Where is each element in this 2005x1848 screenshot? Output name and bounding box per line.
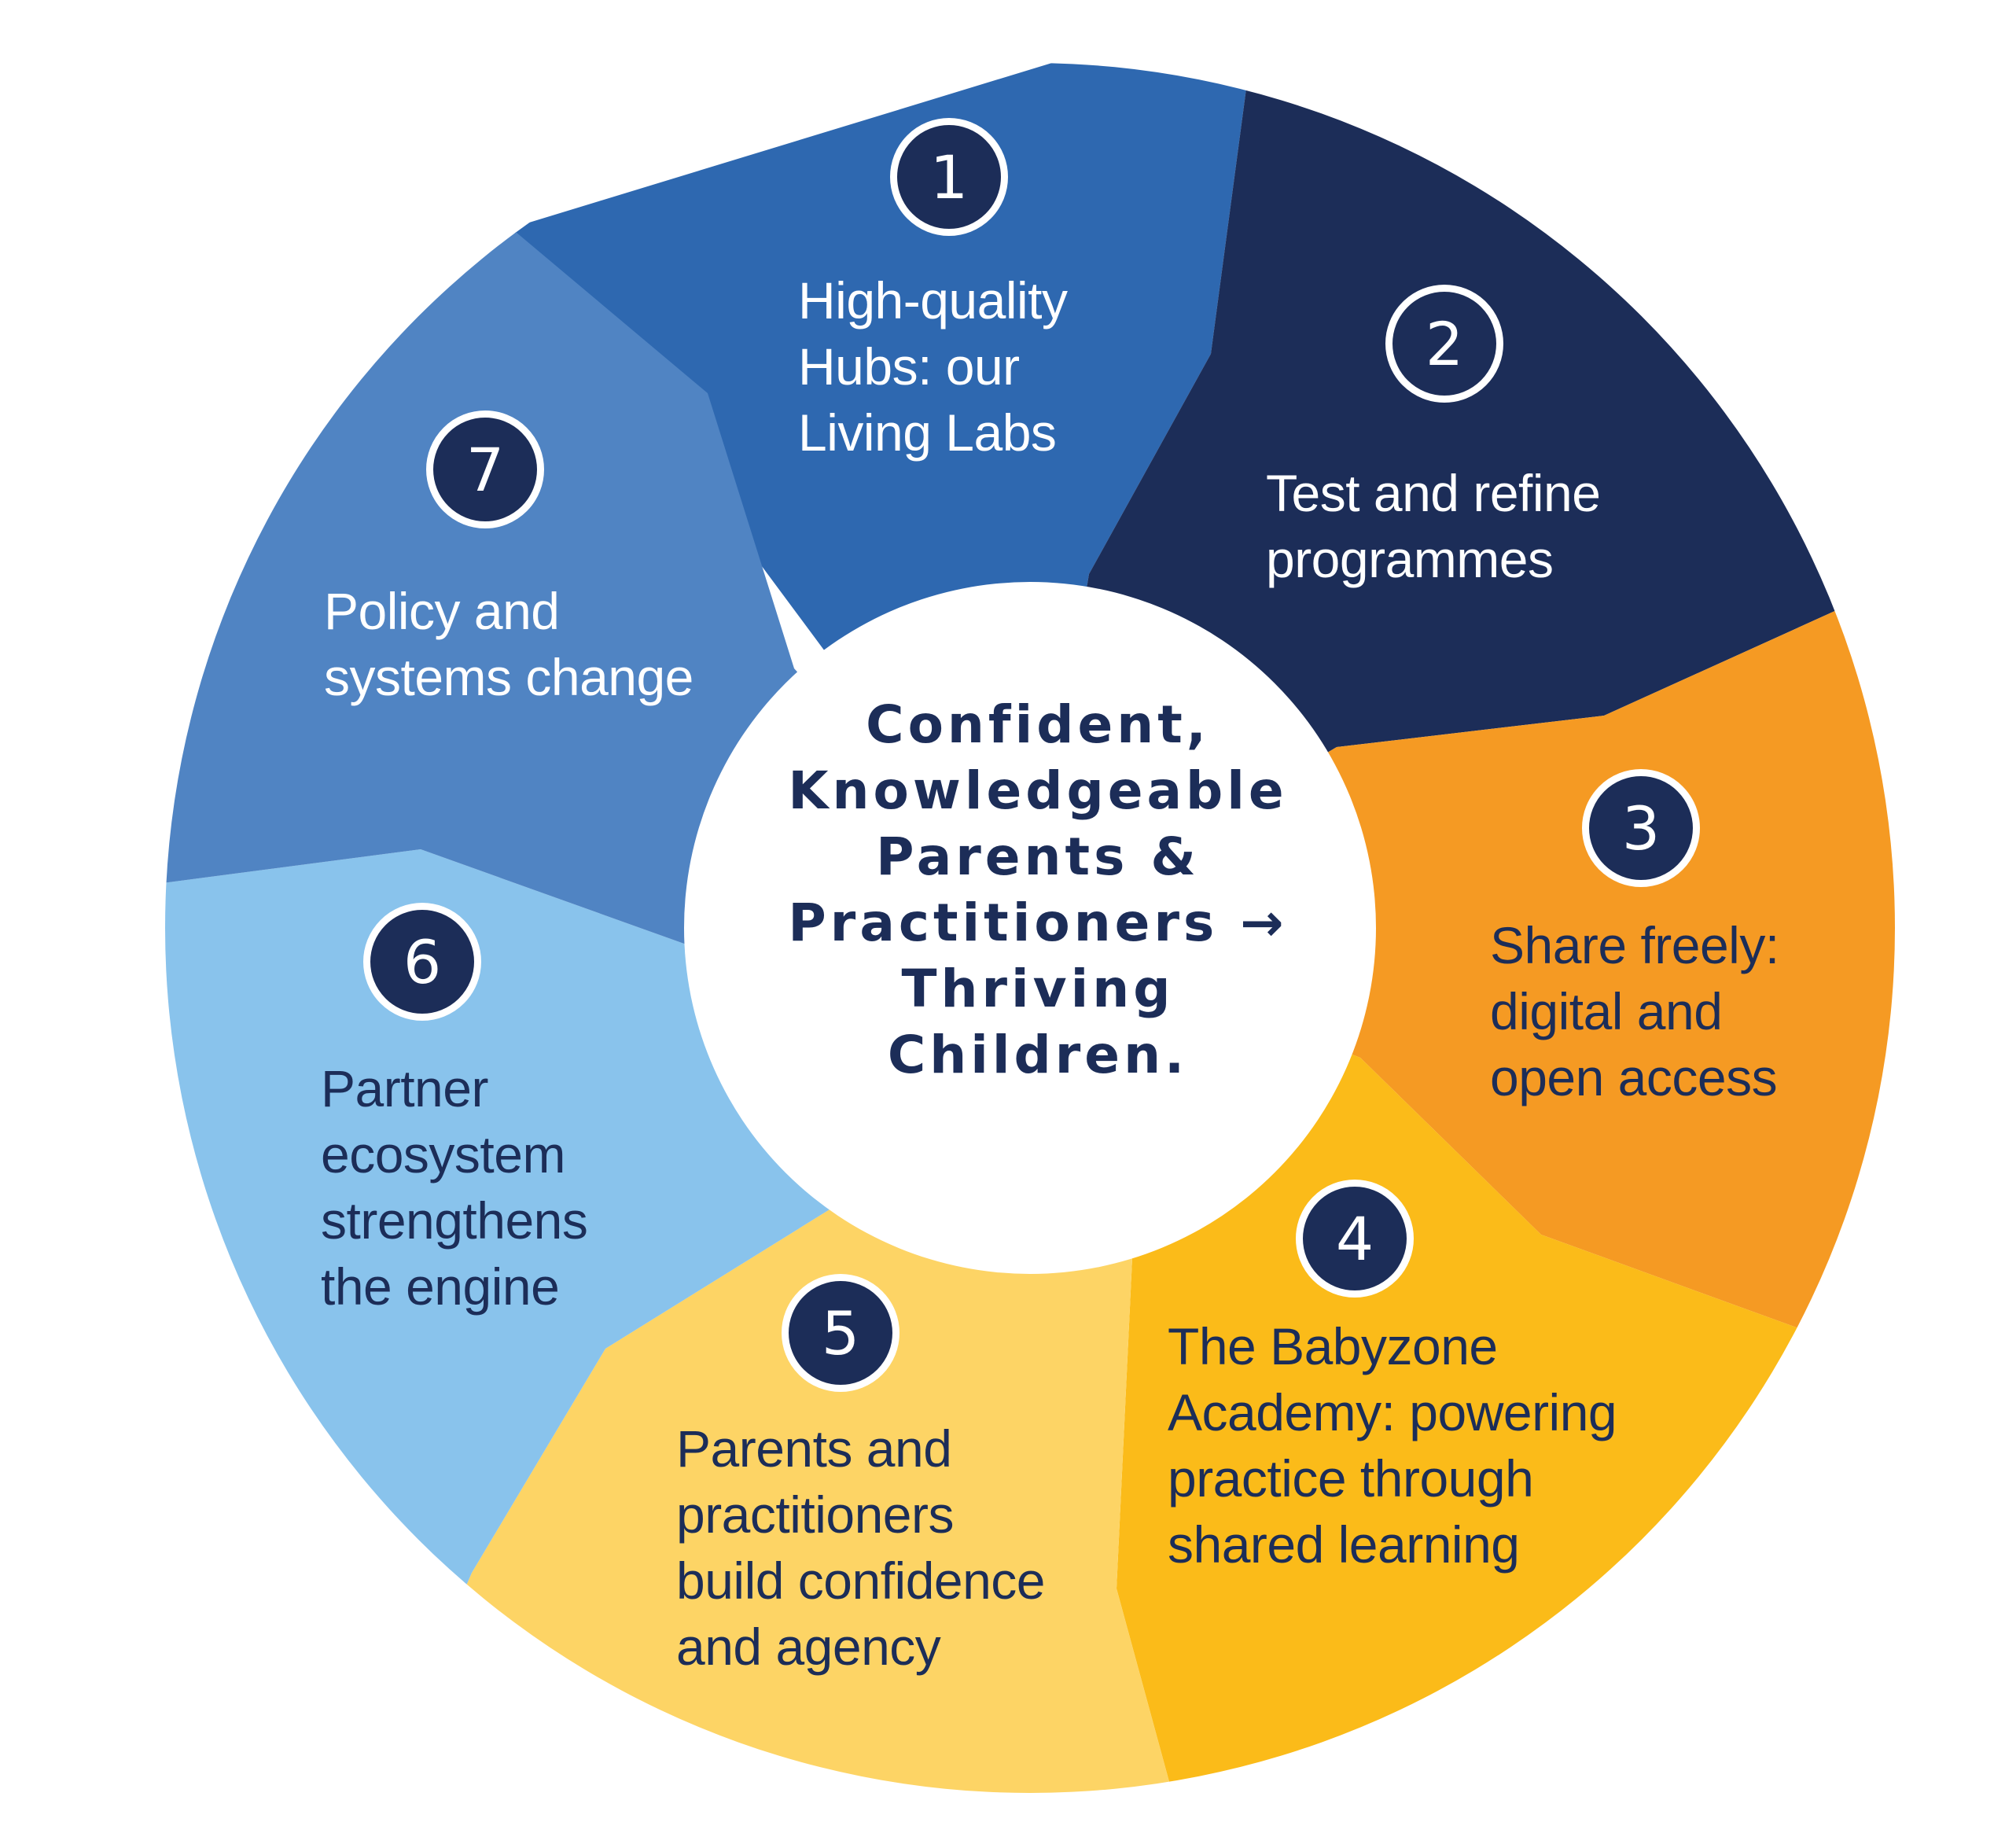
step-6-label-line: ecosystem: [321, 1125, 565, 1184]
center-line: Practitioners →: [788, 893, 1288, 953]
step-5-badge: 5: [782, 1274, 899, 1392]
step-3-badge: 3: [1582, 769, 1700, 887]
step-6-label-line: the engine: [321, 1257, 560, 1316]
step-1-label-line: Living Labs: [798, 403, 1057, 462]
step-2-label: Test and refine programmes: [1266, 460, 1601, 592]
step-6-badge: 6: [363, 903, 481, 1021]
step-6-label: Partner ecosystem strengthens the engine: [321, 1055, 588, 1320]
step-2-label-line: Test and refine: [1266, 464, 1601, 522]
step-2-badge: 2: [1385, 285, 1503, 403]
segment-3-shape: [1030, 519, 1895, 1447]
step-6-label-line: Partner: [321, 1059, 488, 1117]
step-1-label: High-quality Hubs: our Living Labs: [798, 267, 1068, 466]
step-7-badge: 7: [426, 410, 544, 528]
step-4-badge: 4: [1296, 1180, 1414, 1298]
step-3-label-line: open access: [1490, 1048, 1778, 1106]
step-7-label: Policy and systems change: [324, 578, 693, 710]
step-5-label-line: and agency: [676, 1618, 941, 1676]
step-3-label-line: Share freely:: [1490, 916, 1779, 974]
step-4-label-line: The Babyzone: [1168, 1317, 1498, 1375]
center-line: Thriving: [901, 959, 1175, 1019]
step-3-label: Share freely: digital and open access: [1490, 912, 1779, 1110]
step-4-label-line: shared learning: [1168, 1515, 1520, 1574]
center-circle: [684, 582, 1376, 1274]
center-line: Knowledgeable: [788, 760, 1288, 821]
step-5-label-line: build confidence: [676, 1552, 1046, 1610]
step-3-label-line: digital and: [1490, 982, 1723, 1040]
step-6-label-line: strengthens: [321, 1191, 588, 1250]
step-1-label-line: High-quality: [798, 271, 1068, 329]
center-statement: Confident, Knowledgeable Parents & Pract…: [684, 692, 1392, 1088]
step-1-label-line: Hubs: our: [798, 337, 1020, 396]
center-line: Children.: [887, 1025, 1189, 1085]
center-line: Confident,: [866, 694, 1210, 755]
step-4-label-line: Academy: powering: [1168, 1383, 1617, 1441]
step-4-label-line: practice through: [1168, 1449, 1534, 1507]
step-7-label-line: Policy and: [324, 582, 560, 640]
segment-1-shape: [511, 63, 1258, 928]
step-5-label: Parents and practitioners build confiden…: [676, 1415, 1046, 1680]
step-1-badge: 1: [890, 118, 1008, 236]
center-line: Parents &: [876, 826, 1200, 887]
step-2-label-line: programmes: [1266, 530, 1554, 588]
step-4-label: The Babyzone Academy: powering practice …: [1168, 1313, 1617, 1577]
step-5-label-line: Parents and: [676, 1419, 952, 1478]
step-5-label-line: practitioners: [676, 1485, 955, 1544]
step-7-label-line: systems change: [324, 648, 693, 706]
